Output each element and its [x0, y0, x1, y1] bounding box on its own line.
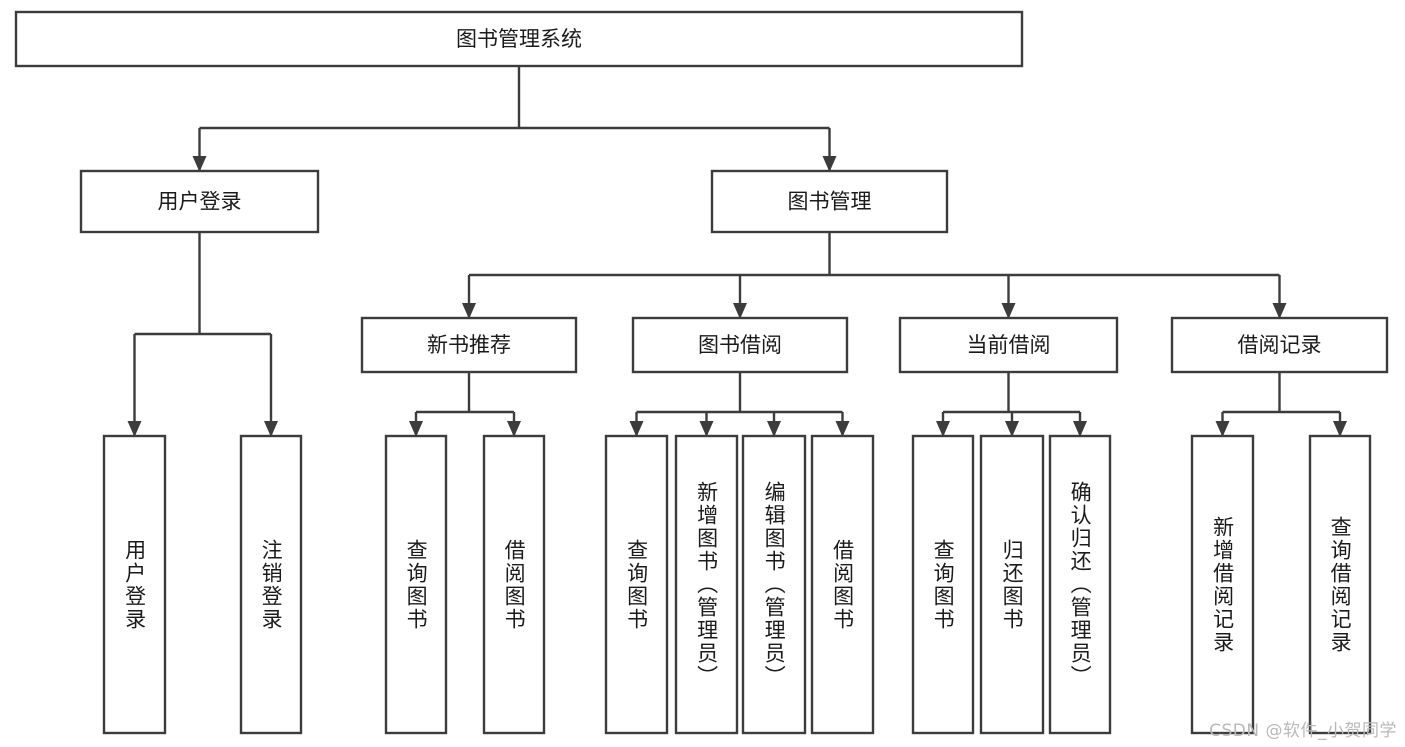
- leaf-node-box[interactable]: [384, 434, 448, 735]
- arrow-head-icon: [1272, 303, 1287, 319]
- root-node-box[interactable]: [14, 10, 1024, 68]
- level3-node-box[interactable]: [898, 316, 1119, 374]
- leaf-node-box[interactable]: [1048, 434, 1112, 735]
- leaf-node-box[interactable]: [911, 434, 975, 735]
- watermark-text: CSDN @软件_小贺同学: [1209, 721, 1397, 741]
- level3-node-label: 借阅记录: [1238, 333, 1322, 357]
- arrow-head-icon: [462, 303, 476, 319]
- arrow-head-icon: [699, 421, 714, 437]
- arrow-head-icon: [936, 421, 950, 437]
- level2-node-box[interactable]: [79, 169, 320, 234]
- arrow-head-icon: [767, 421, 781, 437]
- leaf-node-box[interactable]: [674, 434, 739, 735]
- arrow-head-icon: [733, 303, 747, 319]
- leaf-node-box[interactable]: [979, 434, 1045, 735]
- node-box-layer: [14, 10, 1389, 735]
- arrow-head-icon: [1073, 421, 1087, 437]
- leaf-node-box[interactable]: [741, 434, 807, 735]
- level2-node-label: 用户登录: [158, 190, 242, 214]
- arrow-head-icon: [409, 421, 423, 437]
- level3-node-box[interactable]: [1170, 316, 1389, 374]
- arrow-head-icon: [507, 421, 521, 437]
- arrow-head-icon: [1333, 421, 1347, 437]
- arrow-head-icon: [835, 421, 850, 437]
- root-node-label: 图书管理系统: [456, 27, 582, 51]
- leaf-node-box[interactable]: [102, 434, 167, 735]
- leaf-node-box[interactable]: [239, 434, 303, 735]
- connector-layer: [127, 66, 1347, 437]
- leaf-node-box[interactable]: [482, 434, 546, 735]
- leaf-node-box[interactable]: [604, 434, 669, 735]
- arrow-head-icon: [264, 421, 278, 437]
- level3-node-box[interactable]: [631, 316, 849, 374]
- leaf-node-box[interactable]: [1190, 434, 1255, 735]
- level2-node-label: 图书管理: [788, 190, 872, 214]
- leaf-node-box[interactable]: [1308, 434, 1372, 735]
- level2-node-box[interactable]: [710, 169, 949, 234]
- arrow-head-icon: [1215, 421, 1230, 437]
- arrow-head-icon: [1001, 303, 1016, 319]
- leaf-node-box[interactable]: [810, 434, 875, 735]
- arrow-head-icon: [192, 156, 207, 172]
- arrow-head-icon: [1005, 421, 1019, 437]
- level3-node-box[interactable]: [360, 316, 578, 374]
- arrow-head-icon: [822, 156, 837, 172]
- level3-node-label: 新书推荐: [427, 333, 511, 357]
- level3-node-label: 图书借阅: [698, 333, 782, 357]
- arrow-head-icon: [127, 421, 142, 437]
- arrow-head-icon: [629, 421, 644, 437]
- level3-node-label: 当前借阅: [967, 333, 1051, 357]
